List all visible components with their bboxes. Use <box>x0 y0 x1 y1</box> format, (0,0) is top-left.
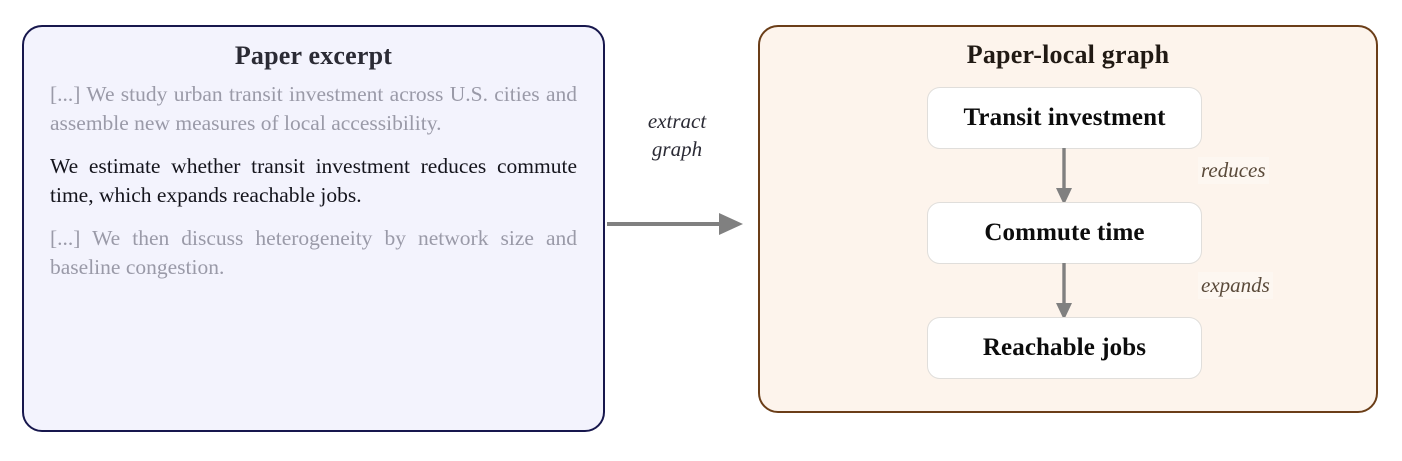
paper-local-graph-panel: Paper-local graph Transit investment red… <box>758 25 1378 413</box>
graph-node-label: Reachable jobs <box>982 334 1147 361</box>
arrow-down-icon <box>1056 148 1072 205</box>
graph-node-label: Commute time <box>984 219 1145 246</box>
extract-graph-label: extract graph <box>612 108 742 164</box>
paper-excerpt-title: Paper excerpt <box>234 41 393 70</box>
paper-excerpt-panel: Paper excerpt [...] We study urban trans… <box>22 25 605 432</box>
graph-node-label: Transit investment <box>963 104 1166 131</box>
arrow-right-icon <box>607 213 743 235</box>
paper-local-graph-title: Paper-local graph <box>966 40 1170 69</box>
graph-node-reachable-jobs[interactable]: Reachable jobs <box>927 317 1202 379</box>
graph-edge-label-expands: expands <box>1198 272 1273 299</box>
graph-edge-label-reduces: reduces <box>1198 157 1269 184</box>
extract-graph-label-line-1: extract <box>647 109 707 133</box>
excerpt-paragraph-2: We estimate whether transit investment r… <box>50 153 577 207</box>
arrow-down-icon <box>1056 263 1072 320</box>
extract-graph-label-line-2: graph <box>651 136 703 161</box>
excerpt-paragraph-3: [...] We then discuss heterogeneity by n… <box>50 225 577 279</box>
graph-node-commute-time[interactable]: Commute time <box>927 202 1202 264</box>
graph-node-transit-investment[interactable]: Transit investment <box>927 87 1202 149</box>
excerpt-paragraph-1: [...] We study urban transit investment … <box>50 82 577 135</box>
